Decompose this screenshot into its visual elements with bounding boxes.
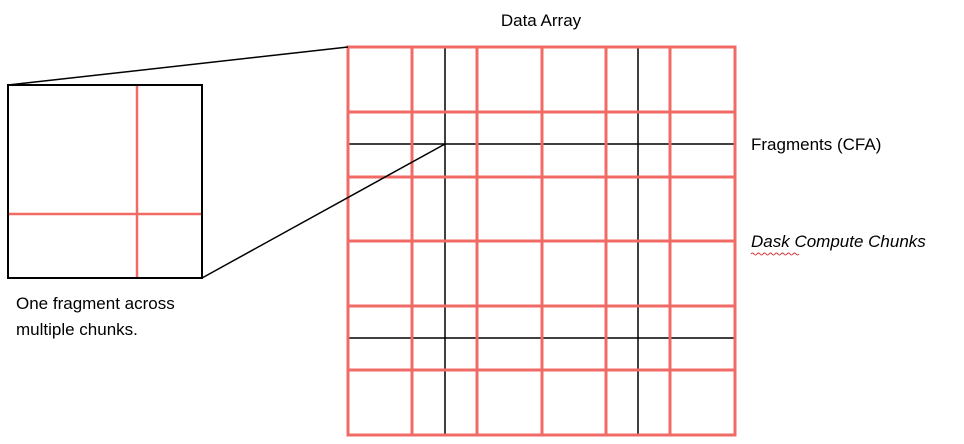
fragments-label: Fragments (CFA) (751, 135, 881, 154)
zoom-line-bottom (201, 143, 446, 279)
inset-caption-line1: One fragment across (16, 294, 175, 313)
spellcheck-underline (750, 252, 800, 256)
zoom-connectors (7, 46, 446, 279)
inset-caption-line2: multiple chunks. (16, 320, 138, 339)
inset-fragment-border (7, 84, 203, 279)
zoom-line-top (7, 46, 349, 86)
chunk-grid (346, 45, 737, 437)
zoom-inset (7, 84, 203, 279)
dask-chunks-label: Dask Compute Chunks (751, 232, 926, 251)
diagram-title: Data Array (501, 11, 582, 30)
